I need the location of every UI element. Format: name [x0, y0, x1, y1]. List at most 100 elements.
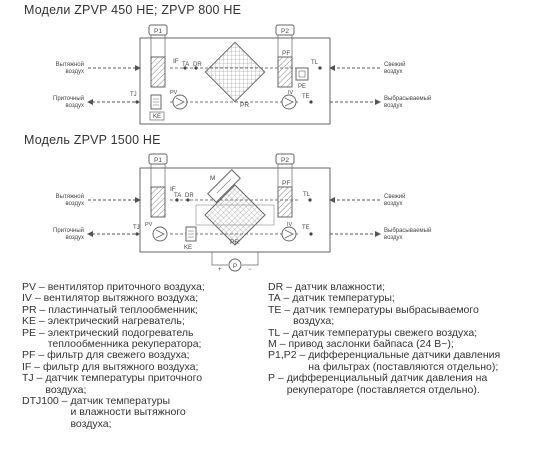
legend-desc: на фильтрах (поставляются отдельно); — [308, 360, 499, 373]
legend-left: PV – вентилятор приточного воздуха; IV –… — [22, 281, 262, 430]
if-label: IF — [170, 186, 176, 193]
tj-sensor-dot — [135, 100, 139, 104]
legend-desc: пластинчатый теплообменник; — [48, 303, 198, 316]
legend-code: PF — [22, 349, 36, 362]
legend-code: IF — [22, 360, 32, 373]
ta-sensor-dot — [175, 198, 179, 202]
tj-label: TJ — [133, 225, 140, 231]
legend-item: DR – датчик влажности; — [268, 281, 548, 293]
legend-sep: – — [281, 303, 294, 316]
dr-label: DR — [185, 193, 194, 199]
legend-desc: рекуператоре (поставляется отдельно). — [286, 383, 480, 396]
iv-label: IV — [288, 90, 294, 96]
legend-desc: вентилятор вытяжного воздуха; — [43, 292, 199, 305]
p-label: P — [233, 263, 237, 270]
legend-code: PR — [22, 303, 37, 316]
legend-desc: датчик температуры приточного — [45, 372, 203, 385]
pe-label: PE — [298, 84, 306, 90]
legend-desc: и влажности вытяжного — [70, 406, 186, 419]
legend-item: TA – датчик температуры; — [268, 292, 548, 305]
legend-sep: – — [58, 395, 71, 408]
te-label: TE — [302, 225, 310, 231]
legend-sep: – — [275, 372, 287, 385]
te-sensor-dot — [309, 100, 313, 104]
legend-desc: электрический подогреватель — [47, 326, 194, 339]
pressure-sensor-p2 — [275, 153, 295, 165]
legend-sep: – — [36, 315, 48, 328]
legend-item: IF – фильтр для вытяжного воздуха; — [22, 360, 262, 373]
pressure-sensor-p1 — [148, 24, 168, 36]
legend-sep: – — [36, 303, 49, 316]
legend-sep: – — [280, 326, 292, 339]
p1-label: P1 — [154, 157, 162, 164]
ta-sensor-dot — [183, 66, 187, 70]
legend-desc: теплообменника рекуператора; — [47, 338, 202, 351]
filter-if — [150, 186, 166, 218]
p-minus-label: − — [248, 267, 252, 273]
tl-sensor-dot — [318, 66, 322, 70]
legend-desc: датчик температуры — [70, 395, 171, 408]
p1-tubes — [150, 35, 166, 57]
legend-code: DTJ100 — [22, 395, 59, 408]
tj-label: TJ — [130, 92, 137, 98]
legend-sep: – — [35, 349, 48, 362]
legend-desc: датчик температуры свежего воздуха; — [291, 326, 478, 339]
legend-code: DR — [268, 281, 284, 293]
legend-code: TJ — [22, 372, 34, 385]
tl-label: TL — [311, 60, 319, 66]
te-sensor-dot — [309, 232, 313, 236]
filter-if — [150, 56, 166, 88]
legend-code: P — [268, 372, 276, 385]
pf-label: PF — [282, 180, 290, 187]
pressure-sensor-p2 — [275, 24, 295, 36]
tl-label: TL — [303, 192, 311, 198]
legend-sep: – — [36, 281, 48, 293]
legend-code: IV — [22, 292, 32, 305]
bypass-damper-actuator-m: M — [207, 169, 241, 203]
pv-label: PV — [170, 90, 178, 96]
legend-desc: датчик температуры выбрасываемого — [293, 303, 479, 316]
pr-label: PR — [240, 102, 249, 109]
p2-label: P2 — [281, 28, 289, 35]
legend-sep: – — [31, 292, 44, 305]
legend-item: KE – электрический нагреватель; — [22, 315, 262, 328]
dr-sensor-dot — [186, 198, 190, 202]
pv-label: PV — [145, 222, 153, 228]
fan-iv — [281, 94, 297, 110]
legend-sep: – — [33, 372, 46, 385]
p1-label: P1 — [154, 28, 162, 35]
m-label: M — [210, 175, 215, 182]
p-plus-label: + — [218, 267, 222, 273]
legend-desc: воздуха; — [45, 383, 87, 396]
legend-item: PF – фильтр для свежего воздуха; — [22, 349, 262, 362]
legend-sep: – — [280, 292, 293, 305]
legend-sep: – — [296, 349, 309, 362]
legend-desc: воздуха; — [293, 315, 335, 328]
legend-code: TL — [268, 326, 281, 339]
legend-sep: – — [31, 360, 44, 373]
iv-label: IV — [287, 222, 293, 228]
legend-right: DR – датчик влажности; TA – датчик темпе… — [268, 281, 548, 396]
pf-label: PF — [282, 50, 290, 57]
title-model-450-800: Модели ZPVP 450 HE; ZPVP 800 HE — [24, 3, 242, 17]
ta-label: TA — [174, 193, 181, 199]
legend-item: M – привод заслонки байпаса (24 В~); — [268, 338, 548, 350]
legend-desc: электрический нагреватель; — [47, 315, 185, 328]
pressure-sensor-p1 — [148, 153, 168, 165]
legend-sep: – — [36, 326, 48, 339]
title-model-1500: Модель ZPVP 1500 HE — [24, 133, 161, 147]
legend-desc: датчик влажности; — [294, 281, 386, 293]
